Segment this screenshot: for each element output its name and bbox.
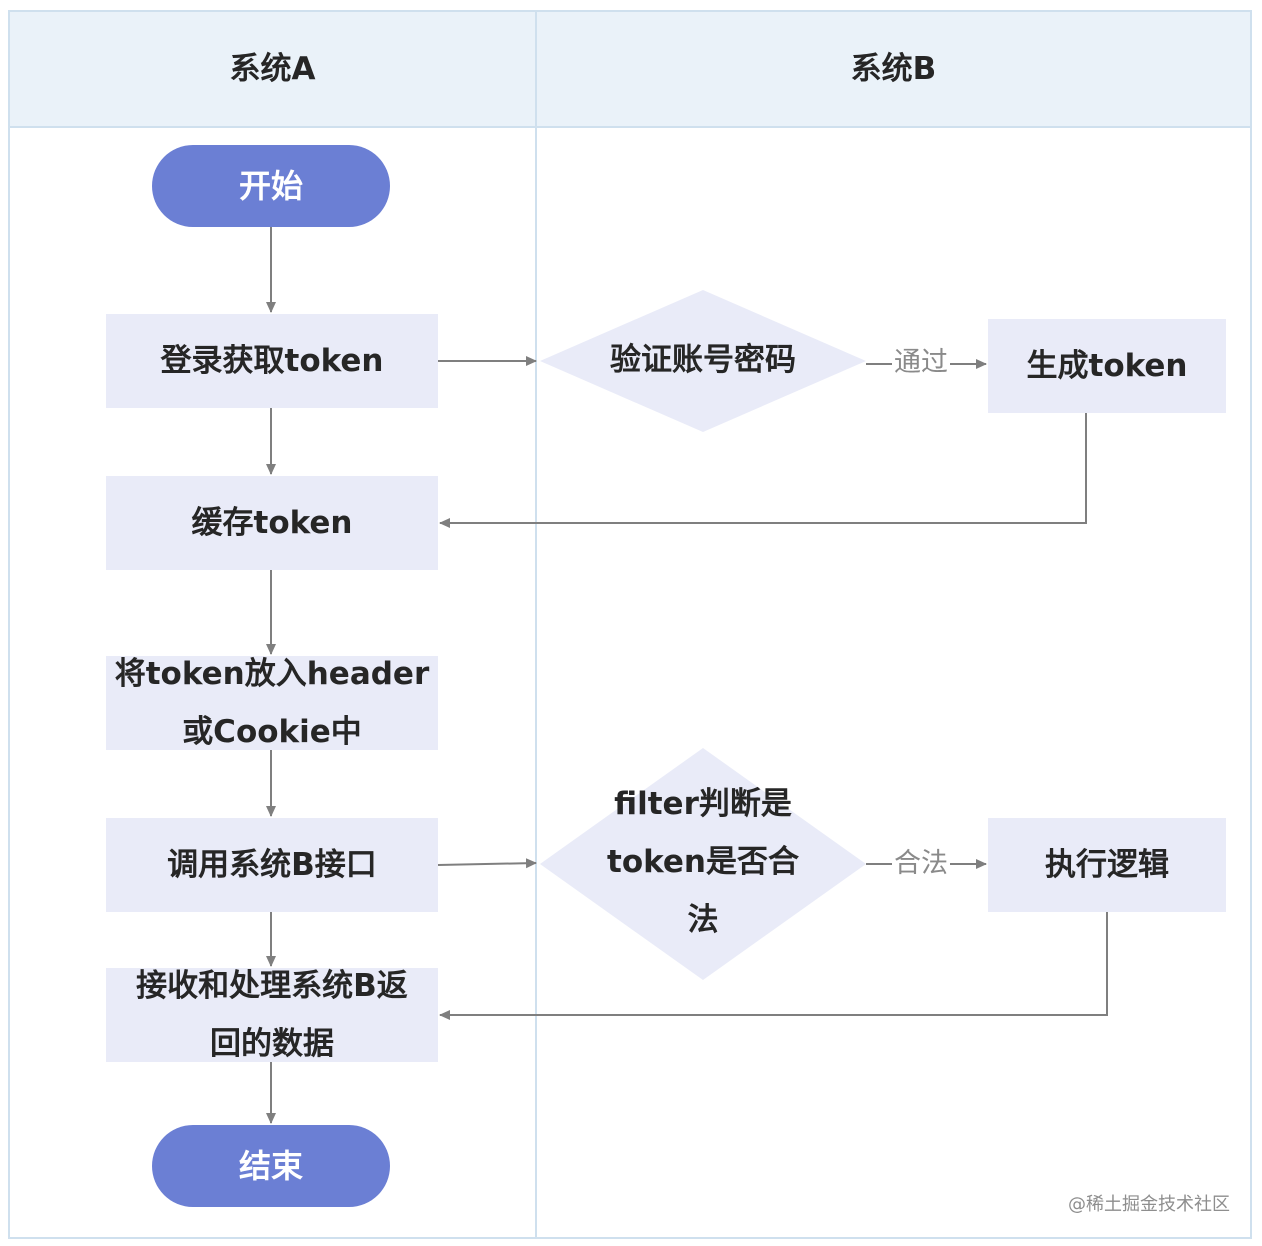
receive-label-line2: 回的数据 [210,1026,334,1062]
login-label: 登录获取token [160,343,384,379]
cache-label: 缓存token [191,505,353,541]
lanes-outer-border [8,10,1252,1239]
receive-label-line1: 接收和处理系统B返 [136,968,408,1004]
start-terminal [152,145,390,227]
verify-diamond [540,290,866,432]
login-box [106,314,438,408]
cache-box [106,476,438,570]
generate-label: 生成token [1026,348,1188,384]
watermark: @稀土掘金技术社区 [1068,1194,1230,1215]
arrow-call-filter [437,858,537,869]
filter-label-line2: token是否合 [607,844,799,880]
legal-edge-label: 合法 [892,848,950,879]
pass-edge-label: 通过 [892,347,950,378]
verify-label: 验证账号密码 [610,342,796,378]
put-header-label-line2: 或Cookie中 [182,714,362,750]
call-b-label: 调用系统B接口 [167,847,377,883]
lane-b-title: 系统B [850,51,937,87]
end-terminal [152,1125,390,1207]
filter-label-line1: filter判断是 [614,786,792,822]
put-header-label-line1: 将token放入header [114,656,430,692]
filter-label-line3: 法 [687,902,719,938]
put-header-box [106,656,438,750]
lane-b-header-bg [536,11,1251,127]
lane-a-header-bg [9,11,536,127]
execute-box [988,818,1226,912]
arrow-generate-cache [439,413,1087,528]
filter-diamond [540,748,866,980]
start-label: 开始 [238,167,303,205]
receive-box [106,968,438,1062]
execute-label: 执行逻辑 [1045,847,1169,883]
arrow-execute-receive [439,912,1108,1020]
generate-box [988,319,1226,413]
lane-a-title: 系统A [229,51,316,87]
call-b-box [106,818,438,912]
end-label: 结束 [238,1147,303,1185]
